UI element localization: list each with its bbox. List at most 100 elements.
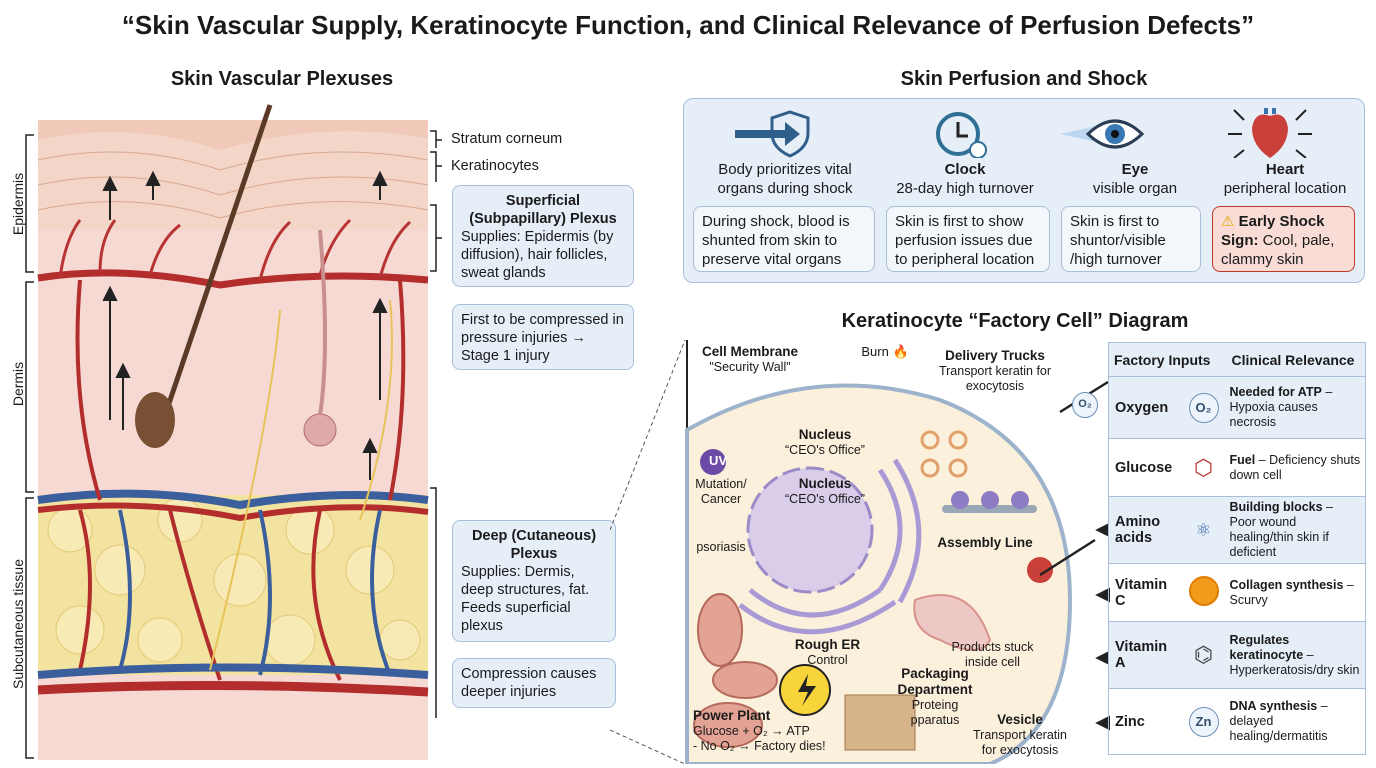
nucleus-outer-sub: “CEO's Office”: [785, 443, 865, 457]
mutation-label: Mutation/ Cancer: [695, 477, 747, 506]
row-name: Vitamin C: [1108, 563, 1181, 622]
sign-text: Cool, pale, clammy skin: [1221, 232, 1335, 268]
psoriasis-label: psoriasis: [696, 540, 746, 554]
deep-title: Deep (Cutaneous) Plexus: [471, 528, 597, 562]
nucleus-inner-sub: “CEO's Office”: [785, 492, 865, 506]
fire-icon: 🔥: [892, 344, 909, 359]
row-text: – Hyperkeratosis/dry skin: [1229, 647, 1360, 677]
row-name: Oxygen: [1108, 376, 1181, 439]
oxygen-icon: O₂: [1188, 392, 1219, 423]
row-text: – Hypoxia causes necrosis: [1229, 385, 1333, 429]
vesicle-sub: Transport keratin for exocytosis: [972, 728, 1068, 757]
perfusion-col-4: Heart peripheral location: [1210, 160, 1360, 198]
zinc-icon: Zn: [1188, 706, 1219, 737]
clock-icon: [936, 112, 987, 158]
membrane-title: Cell Membrane: [701, 344, 799, 359]
superficial-text: Supplies: Epidermis (by diffusion), hair…: [461, 229, 614, 281]
cell-illustration: [610, 340, 1110, 764]
col4-subtitle: peripheral location: [1223, 180, 1347, 197]
burn-label: Burn 🔥: [860, 344, 910, 359]
label-stratum-corneum: Stratum corneum: [451, 131, 563, 147]
row-name: Vitamin A: [1108, 621, 1181, 689]
col3-subtitle: visible organ: [1092, 180, 1178, 197]
col3-title: Eye: [1121, 161, 1149, 178]
assembly-label: Assembly Line: [930, 535, 1040, 551]
power-line2: - No O₂ → Factory dies!: [693, 739, 826, 753]
stuck-label: Products stuck inside cell: [951, 640, 1034, 669]
o2-icon: O₂: [1072, 392, 1098, 418]
nucleus-inner-label: Nucleus“CEO's Office”: [770, 476, 880, 507]
compression-note-box: First to be compressed in pressure injur…: [452, 304, 634, 370]
early-shock-title: Early Shock: [1238, 213, 1325, 230]
perfusion-col-3: Eye visible organ: [1060, 160, 1210, 198]
orange-icon: [1188, 576, 1219, 606]
layer-label-epidermis: Epidermis: [10, 172, 26, 236]
row-bold: Fuel: [1229, 452, 1256, 467]
vesicle-title: Vesicle: [997, 712, 1043, 727]
nucleus-inner-title: Nucleus: [798, 476, 852, 491]
superficial-plexus-box: Superficial (Subpapillary) Plexus Suppli…: [452, 185, 634, 287]
deep-plexus-box: Deep (Cutaneous) Plexus Supplies: Dermis…: [452, 520, 616, 642]
vascular-heading: Skin Vascular Plexuses: [170, 68, 394, 90]
bracket-lines: [430, 130, 442, 718]
membrane-label: Cell Membrane"Security Wall": [690, 344, 810, 375]
warning-icon: ⚠: [1221, 213, 1235, 230]
page-title: “Skin Vascular Supply, Keratinocyte Func…: [121, 10, 1255, 40]
perfusion-box-2: Skin is first to show perfusion issues d…: [886, 206, 1050, 272]
row-bold: DNA synthesis: [1229, 699, 1318, 713]
table-row: Vitamin A ⌬ Regulates keratinocyte – Hyper…: [1108, 621, 1366, 689]
row-text: – Deficiency shuts down cell: [1229, 452, 1361, 482]
glucose-molecule-icon: ⬡: [1193, 454, 1214, 480]
retinol-molecule-icon: ⌬: [1193, 642, 1214, 667]
deep-text: Supplies: Dermis, deep structures, fat. …: [461, 564, 590, 634]
perfusion-heading: Skin Perfusion and Shock: [900, 68, 1148, 90]
table-row: Glucose ⬡ Fuel – Deficiency shuts down cel…: [1108, 438, 1366, 497]
perfusion-col-1: Body prioritizes vital organs during sho…: [700, 160, 870, 198]
table-row: Vitamin C Collagen synthesis – Scurvy: [1108, 563, 1366, 622]
packaging-title: Packaging Department: [897, 666, 973, 697]
early-shock-box: ⚠ Early Shock Sign: Cool, pale, clammy s…: [1212, 206, 1355, 272]
row-name: Amino acids: [1108, 496, 1181, 564]
row-text: – Scurvy: [1229, 577, 1354, 607]
header-inputs: Factory Inputs: [1108, 342, 1227, 377]
row-text: – delayed healing/dermatitis: [1229, 699, 1328, 743]
perfusion-box-3: Skin is first to shuntor/visible /high t…: [1061, 206, 1201, 272]
power-title: Power Plant: [693, 708, 771, 723]
layer-label-dermis: Dermis: [10, 361, 26, 407]
superficial-title: Superficial (Subpapillary) Plexus: [469, 193, 617, 227]
col4-title: Heart: [1265, 161, 1305, 178]
perfusion-box-1: During shock, blood is shunted from skin…: [693, 206, 875, 272]
shield-arrow-icon: [735, 110, 810, 158]
heart-icon: [1228, 108, 1312, 158]
row-bold: Regulates keratinocyte: [1229, 632, 1304, 662]
assembly-title: Assembly Line: [937, 535, 1033, 550]
eye-icon: [1060, 119, 1145, 149]
uv-icon: UV: [708, 453, 728, 468]
table-row: Amino acids⚛Building blocks – Poor wound…: [1108, 496, 1366, 564]
nucleus-outer-title: Nucleus: [798, 427, 852, 442]
skin-illustration: [25, 104, 429, 760]
power-line1: Glucose + O₂ → ATP: [693, 724, 810, 738]
row-bold: Collagen synthesis: [1229, 577, 1344, 592]
trucks-title: Delivery Trucks: [945, 348, 1045, 363]
col1-subtitle: Body prioritizes vital organs during sho…: [717, 161, 853, 197]
col2-title: Clock: [944, 161, 986, 178]
row-bold: Building blocks: [1229, 500, 1323, 514]
cell-heading: Keratinocyte “Factory Cell” Diagram: [841, 310, 1189, 332]
deep-note-box: Compression causes deeper injuries: [452, 658, 616, 708]
rough-er-title: Rough ER: [794, 637, 861, 652]
burn-text: Burn: [861, 344, 889, 359]
row-text: – Poor wound healing/thin skin if defici…: [1229, 500, 1334, 559]
perfusion-icons: [735, 108, 1312, 158]
row-name: Glucose: [1108, 438, 1181, 497]
layer-label-subcutaneous: Subcutaneous tissue: [10, 559, 26, 689]
